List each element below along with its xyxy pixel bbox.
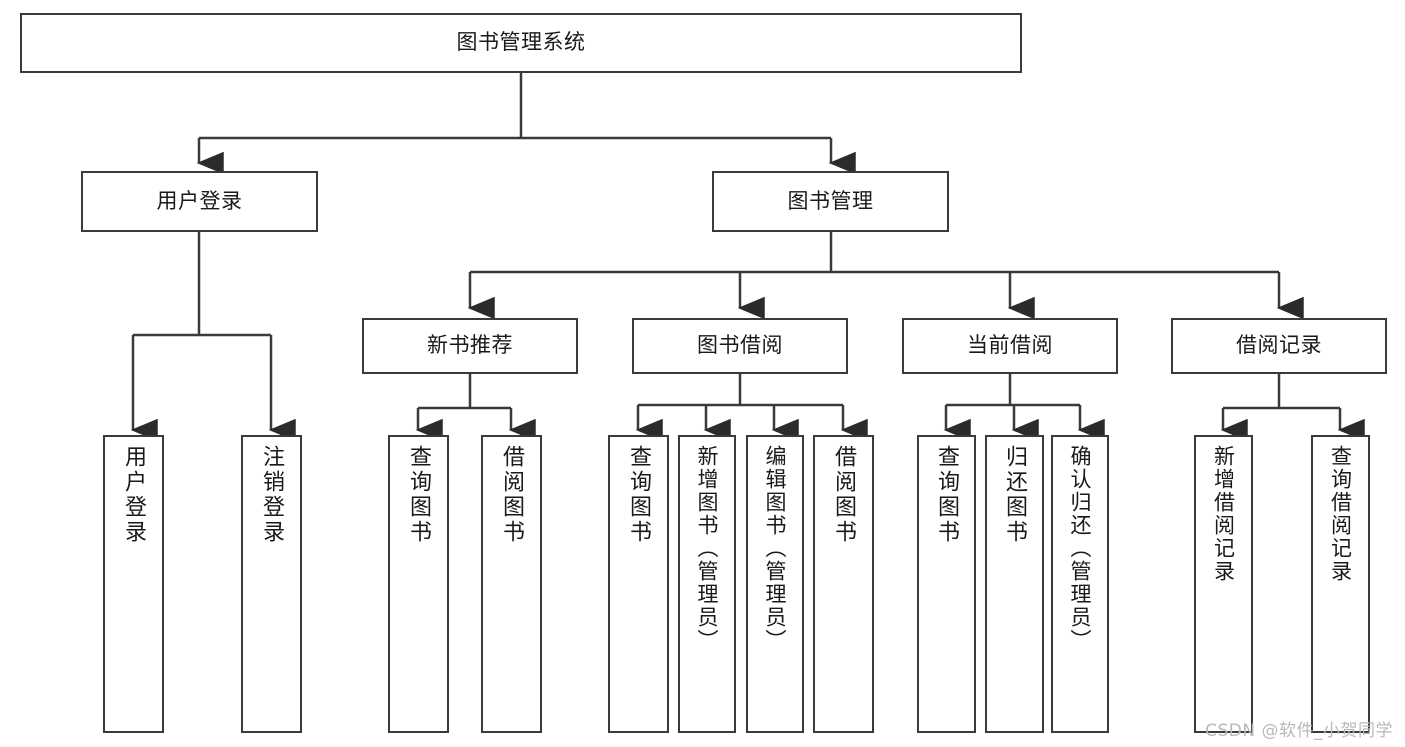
node-root[interactable]: 图书管理系统 xyxy=(20,13,1022,73)
node-borrow-record-label: 借阅记录 xyxy=(1236,333,1322,358)
node-leaf-5[interactable]: 查询图书 xyxy=(608,435,669,733)
node-current-borrow-label: 当前借阅 xyxy=(967,333,1053,358)
node-leaf-7[interactable]: 编辑图书（管理员） xyxy=(746,435,804,733)
node-current-borrow[interactable]: 当前借阅 xyxy=(902,318,1118,374)
node-leaf-7-label: 编辑图书（管理员） xyxy=(763,445,788,652)
node-leaf-6-label: 新增图书（管理员） xyxy=(695,445,720,652)
node-leaf-12-label: 新增借阅记录 xyxy=(1211,445,1236,583)
node-root-label: 图书管理系统 xyxy=(456,30,586,55)
node-leaf-13[interactable]: 查询借阅记录 xyxy=(1311,435,1370,733)
node-leaf-2[interactable]: 注销登录 xyxy=(241,435,302,733)
node-leaf-1-label: 用户登录 xyxy=(121,445,147,545)
node-leaf-11[interactable]: 确认归还（管理员） xyxy=(1051,435,1109,733)
node-leaf-1[interactable]: 用户登录 xyxy=(103,435,164,733)
node-leaf-10[interactable]: 归还图书 xyxy=(985,435,1044,733)
node-leaf-9-label: 查询图书 xyxy=(934,445,960,545)
node-leaf-6[interactable]: 新增图书（管理员） xyxy=(678,435,736,733)
node-leaf-10-label: 归还图书 xyxy=(1002,445,1028,545)
node-leaf-12[interactable]: 新增借阅记录 xyxy=(1194,435,1253,733)
node-book-borrow-label: 图书借阅 xyxy=(697,333,783,358)
node-new-book-rec-label: 新书推荐 xyxy=(427,333,513,358)
node-leaf-9[interactable]: 查询图书 xyxy=(917,435,976,733)
node-user-login[interactable]: 用户登录 xyxy=(81,171,318,232)
node-book-manage-label: 图书管理 xyxy=(787,188,874,213)
node-leaf-13-label: 查询借阅记录 xyxy=(1328,445,1353,583)
node-borrow-record[interactable]: 借阅记录 xyxy=(1171,318,1387,374)
node-leaf-8[interactable]: 借阅图书 xyxy=(813,435,874,733)
node-book-manage[interactable]: 图书管理 xyxy=(712,171,949,232)
node-leaf-4[interactable]: 借阅图书 xyxy=(481,435,542,733)
node-leaf-3[interactable]: 查询图书 xyxy=(388,435,449,733)
node-book-borrow[interactable]: 图书借阅 xyxy=(632,318,848,374)
node-leaf-3-label: 查询图书 xyxy=(406,445,432,545)
node-new-book-rec[interactable]: 新书推荐 xyxy=(362,318,578,374)
csdn-watermark: CSDN @软件_小贺同学 xyxy=(1205,721,1393,741)
node-leaf-5-label: 查询图书 xyxy=(626,445,652,545)
node-user-login-label: 用户登录 xyxy=(156,188,243,213)
node-leaf-2-label: 注销登录 xyxy=(259,445,285,545)
node-leaf-8-label: 借阅图书 xyxy=(831,445,857,545)
node-leaf-4-label: 借阅图书 xyxy=(499,445,525,545)
node-leaf-11-label: 确认归还（管理员） xyxy=(1068,445,1093,652)
